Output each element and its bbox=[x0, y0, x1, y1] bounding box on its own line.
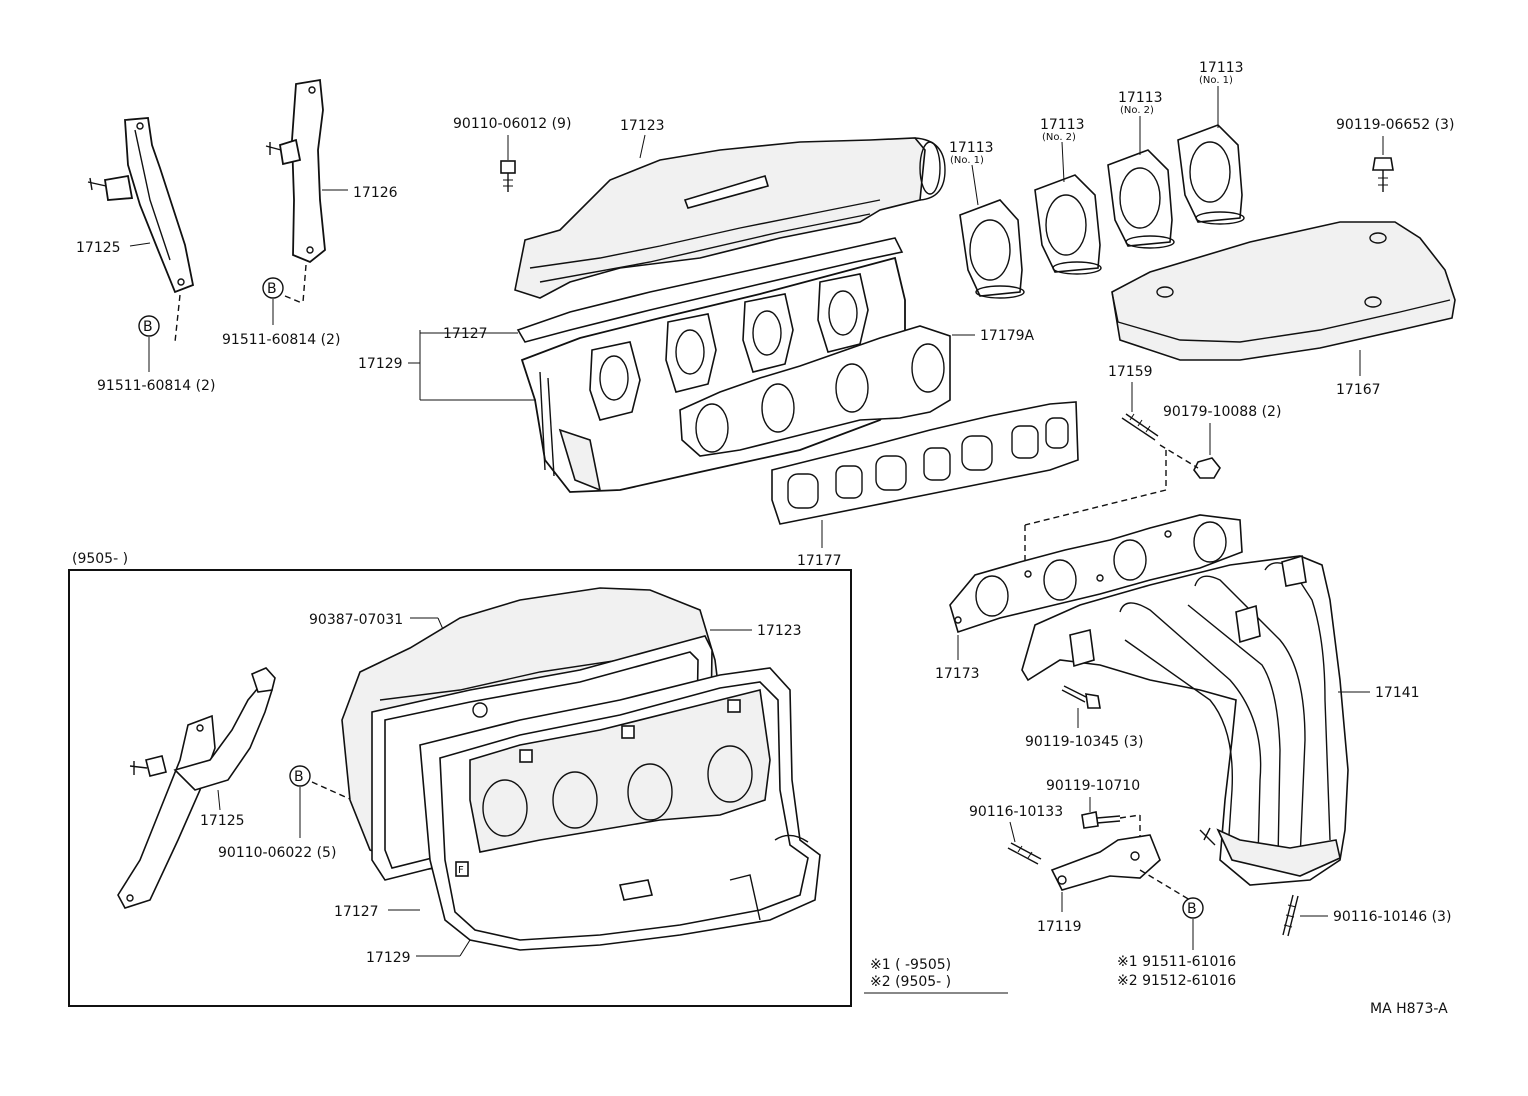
label-17126: 17126 bbox=[353, 185, 398, 201]
marker-b-inset-text: B bbox=[294, 769, 304, 785]
gasket-17127-top bbox=[516, 237, 904, 343]
bracket-17119 bbox=[1050, 834, 1161, 891]
label-17177: 17177 bbox=[797, 553, 842, 569]
label-17125-top: 17125 bbox=[76, 240, 121, 256]
port-gaskets-upper bbox=[589, 273, 869, 421]
label-note1-part: ※1 91511-61016 bbox=[1117, 954, 1236, 970]
gasket-17179A bbox=[679, 325, 951, 457]
heat-insulator-17129-inset: F bbox=[419, 667, 821, 951]
label-90116-10146: 90116-10146 (3) bbox=[1333, 909, 1451, 925]
label-17167: 17167 bbox=[1336, 382, 1381, 398]
bolt-90110-06012 bbox=[500, 160, 516, 192]
bolt-90119-10710 bbox=[1081, 811, 1121, 829]
label-17113-d-sub: (No. 1) bbox=[1199, 75, 1233, 86]
nut-90179-10088 bbox=[1193, 457, 1221, 479]
inset-frame bbox=[68, 569, 852, 1007]
label-17129-top: 17129 bbox=[358, 356, 403, 372]
label-17113-c: 17113 bbox=[1118, 90, 1163, 106]
heat-insulator-17167 bbox=[1111, 221, 1456, 361]
label-90119-10345: 90119-10345 (3) bbox=[1025, 734, 1143, 750]
marker-b-left bbox=[138, 315, 160, 337]
label-17119: 17119 bbox=[1037, 919, 1082, 935]
gasket-17173 bbox=[949, 514, 1243, 634]
bracket-17125-inset bbox=[117, 667, 276, 909]
label-91511-left: 91511-60814 (2) bbox=[97, 378, 215, 394]
stud-17159 bbox=[1121, 413, 1159, 441]
label-17113-a: 17113 bbox=[949, 140, 994, 156]
label-note2-part: ※2 91512-61016 bbox=[1117, 973, 1236, 989]
bolt-90119-06652 bbox=[1372, 157, 1394, 192]
label-17113-b: 17113 bbox=[1040, 117, 1085, 133]
legend-2: ※2 (9505- ) bbox=[870, 974, 951, 990]
reference-code: MA H873-A bbox=[1370, 1001, 1448, 1017]
marker-b-mid bbox=[262, 277, 284, 299]
label-17123-inset: 17123 bbox=[757, 623, 802, 639]
port-17113-no1-right bbox=[1177, 124, 1245, 225]
label-17173: 17173 bbox=[935, 666, 980, 682]
marker-f-text: F bbox=[458, 865, 464, 876]
label-90110-06022: 90110-06022 (5) bbox=[218, 845, 336, 861]
label-17127-top: 17127 bbox=[443, 326, 488, 342]
marker-b-inset bbox=[289, 765, 311, 787]
gasket-17177 bbox=[771, 401, 1079, 525]
port-17113-no2-right bbox=[1107, 149, 1175, 249]
port-17113-no1-left bbox=[959, 199, 1025, 299]
marker-b-right bbox=[1182, 897, 1204, 919]
marker-b-mid-text: B bbox=[267, 281, 277, 297]
label-90119-10710: 90119-10710 bbox=[1046, 778, 1140, 794]
bracket-17125-top bbox=[87, 117, 195, 294]
bolt-90119-10345 bbox=[1061, 685, 1101, 709]
label-17179A: 17179A bbox=[980, 328, 1035, 344]
label-17127-inset: 17127 bbox=[334, 904, 379, 920]
label-90116-10133: 90116-10133 bbox=[969, 804, 1063, 820]
label-17125-inset: 17125 bbox=[200, 813, 245, 829]
bracket-17126 bbox=[265, 78, 326, 264]
label-17113-b-sub: (No. 2) bbox=[1042, 132, 1076, 143]
inset-title: (9505- ) bbox=[72, 551, 128, 567]
label-91511-mid: 91511-60814 (2) bbox=[222, 332, 340, 348]
heat-insulator-17123-top bbox=[514, 137, 946, 299]
label-90387-07031: 90387-07031 bbox=[309, 612, 403, 628]
label-17113-d: 17113 bbox=[1199, 60, 1244, 76]
label-17141: 17141 bbox=[1375, 685, 1420, 701]
stud-90116-10146 bbox=[1282, 894, 1299, 937]
stud-90116-10133 bbox=[1007, 842, 1042, 865]
label-17123-top: 17123 bbox=[620, 118, 665, 134]
label-90110-06012: 90110-06012 (9) bbox=[453, 116, 571, 132]
label-90119-06652: 90119-06652 (3) bbox=[1336, 117, 1454, 133]
marker-b-left-text: B bbox=[143, 319, 153, 335]
label-17159: 17159 bbox=[1108, 364, 1153, 380]
legend-1: ※1 ( -9505) bbox=[870, 957, 951, 973]
label-17113-c-sub: (No. 2) bbox=[1120, 105, 1154, 116]
port-17113-no2-left bbox=[1034, 174, 1102, 275]
label-90179-10088: 90179-10088 (2) bbox=[1163, 404, 1281, 420]
marker-b-right-text: B bbox=[1187, 901, 1197, 917]
exhaust-manifold-17141 bbox=[1021, 554, 1349, 886]
label-17129-inset: 17129 bbox=[366, 950, 411, 966]
label-17113-a-sub: (No. 1) bbox=[950, 155, 984, 166]
